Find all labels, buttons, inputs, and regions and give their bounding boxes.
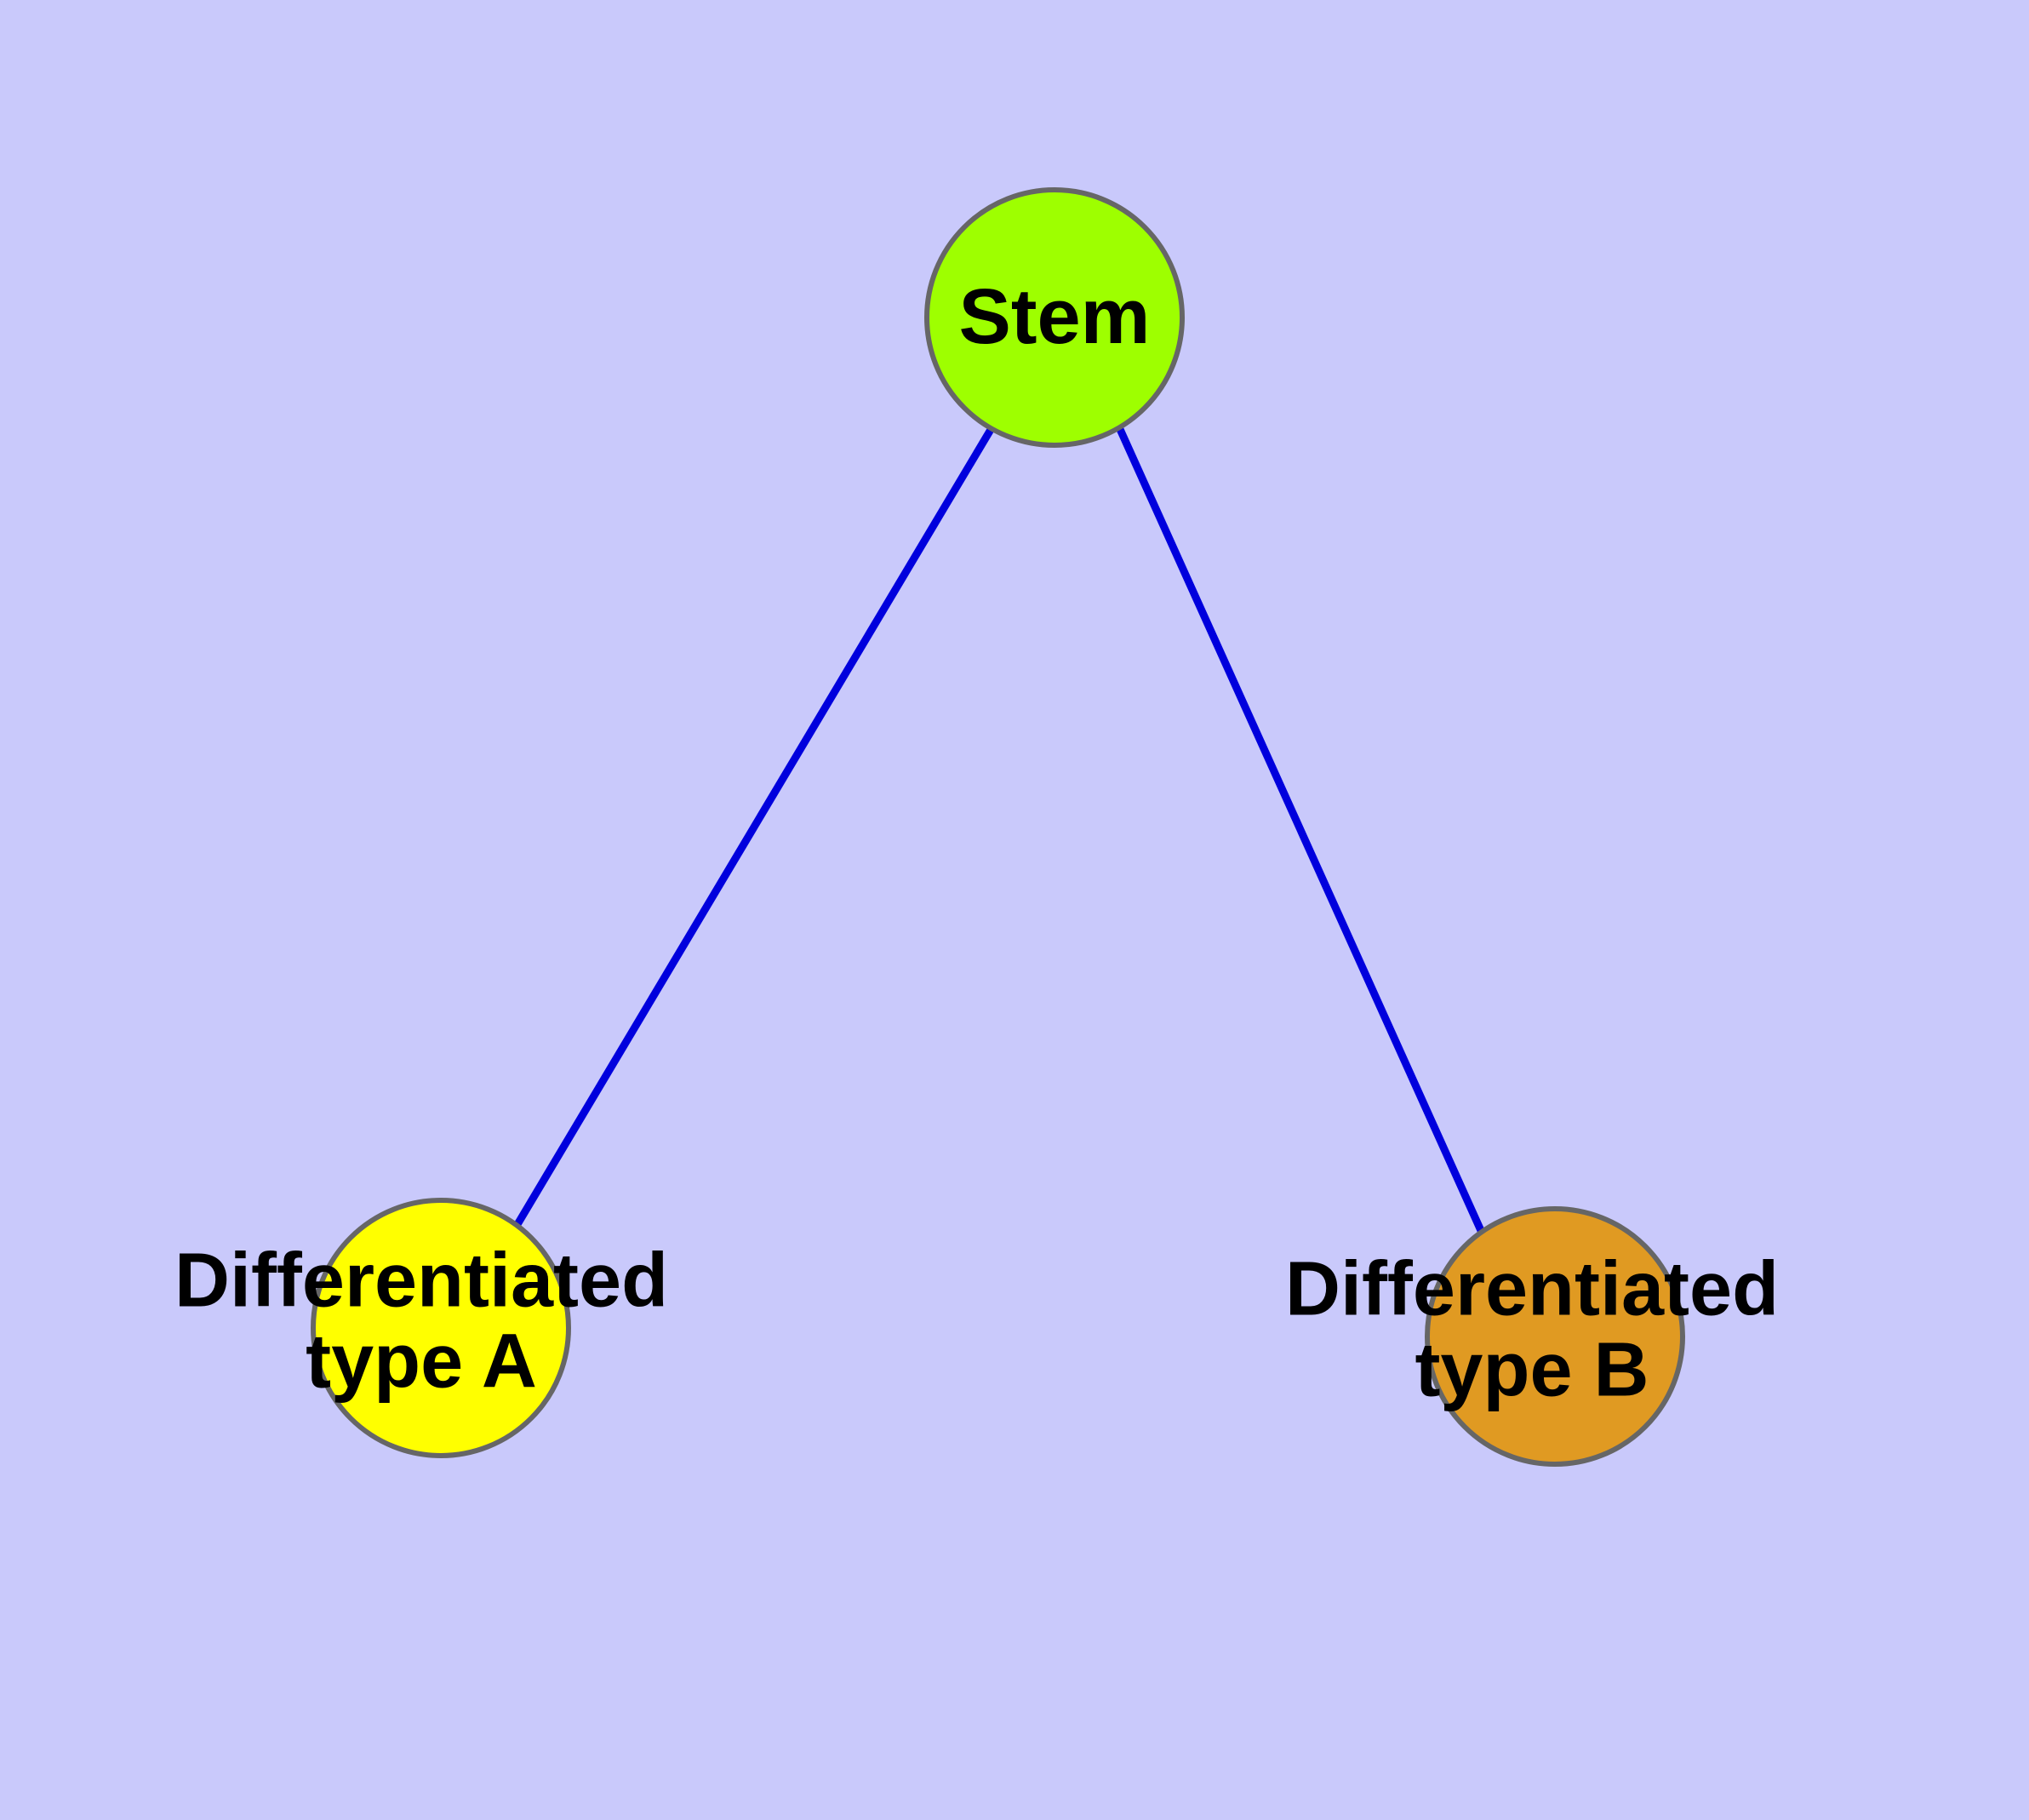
edge-layer [513,426,1487,1236]
node-stem[interactable] [924,187,1185,448]
node-layer [311,187,1685,1467]
node-differentiated-type-b[interactable] [1425,1206,1685,1467]
node-differentiated-type-a[interactable] [311,1198,571,1458]
edge-stem-to-differentiated-type-a[interactable] [513,426,995,1228]
edge-stem-to-differentiated-type-b[interactable] [1115,426,1487,1236]
